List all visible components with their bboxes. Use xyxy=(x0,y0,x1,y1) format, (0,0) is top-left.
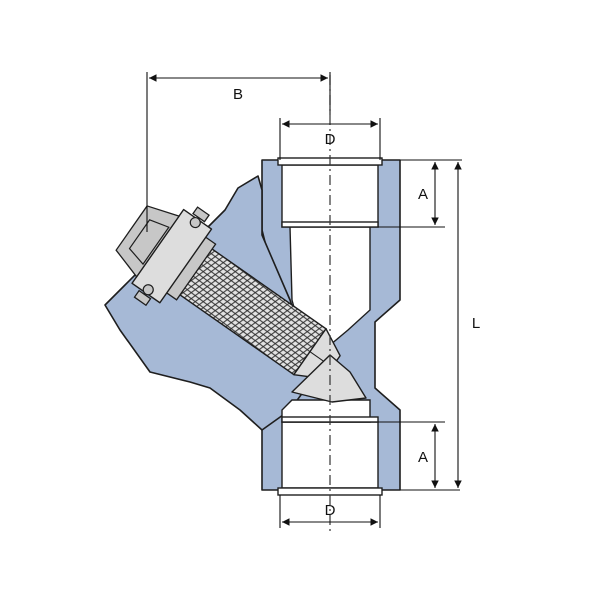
cap-bolt-lower xyxy=(142,284,154,296)
dimension-labels: B D D A A L xyxy=(233,86,480,519)
label-l: L xyxy=(472,315,480,332)
strainer-cap xyxy=(115,205,213,307)
cap-nut xyxy=(115,205,181,278)
label-a-top: A xyxy=(418,186,428,203)
valve-seat xyxy=(291,354,367,403)
upper-throat xyxy=(289,226,371,346)
label-a-bottom: A xyxy=(418,449,428,466)
label-b: B xyxy=(233,86,243,103)
cap-bolt-upper xyxy=(189,216,201,229)
label-d-bottom: D xyxy=(325,502,336,519)
label-d-top: D xyxy=(325,131,336,148)
dimensions xyxy=(146,72,462,528)
